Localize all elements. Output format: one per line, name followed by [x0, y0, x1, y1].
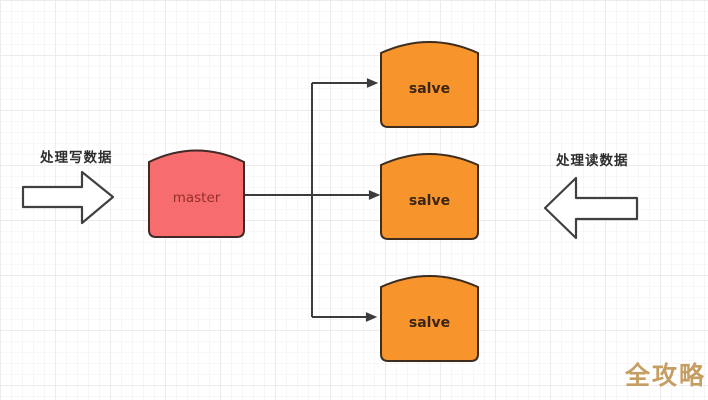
slave-node-1-label: salve — [408, 81, 451, 97]
read-data-label: 处理读数据 — [556, 153, 629, 169]
watermark: 全攻略 — [624, 361, 706, 390]
slave-node-shape — [380, 153, 479, 240]
slave-node-shape — [380, 275, 479, 362]
master-node-label: master — [172, 190, 221, 206]
read-flow-arrow — [543, 176, 639, 240]
slave-node-1: salve — [380, 38, 479, 128]
slave-node-3: salve — [380, 272, 479, 362]
write-flow-arrow — [21, 170, 115, 225]
slave-node-2-label: salve — [408, 193, 451, 209]
master-node-shape — [148, 149, 245, 238]
slave-node-shape — [380, 41, 479, 128]
write-data-label: 处理写数据 — [40, 150, 113, 166]
slave-node-2: salve — [380, 150, 479, 240]
connector-lines — [245, 78, 381, 322]
master-node: master — [148, 146, 245, 238]
slave-node-3-label: salve — [408, 315, 451, 331]
